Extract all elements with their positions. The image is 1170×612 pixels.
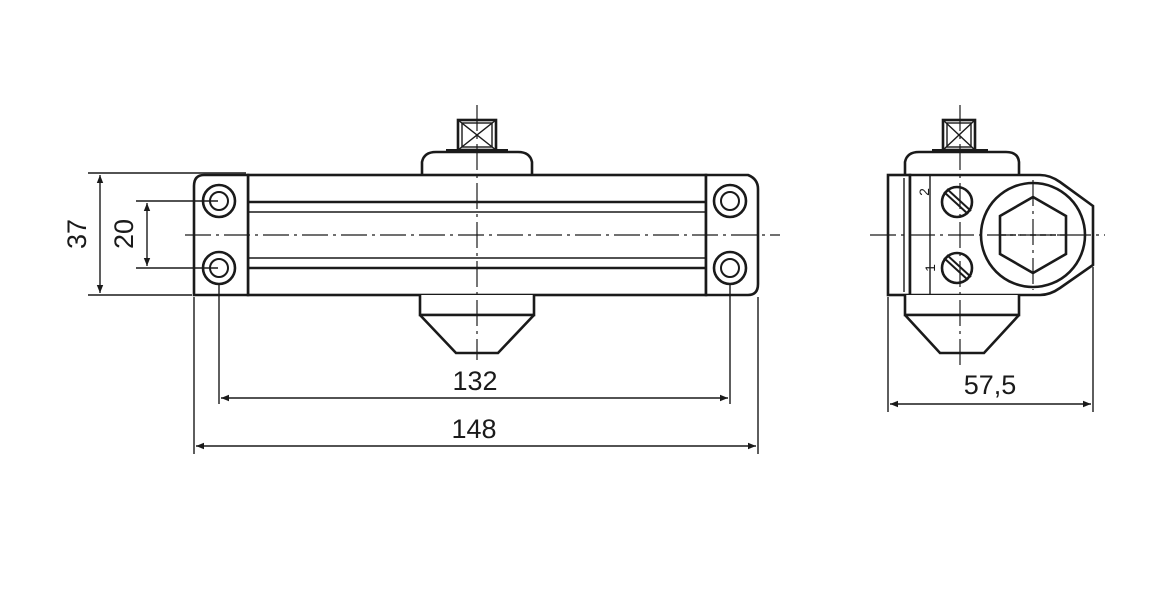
dim-side-depth: 57,5 bbox=[964, 370, 1017, 400]
mounting-holes bbox=[201, 183, 748, 286]
dim-total-length: 148 bbox=[451, 414, 496, 444]
side-dimensions: 57,5 bbox=[887, 267, 1094, 412]
side-view: 2 1 bbox=[870, 105, 1105, 365]
dim-height-outer: 37 bbox=[62, 219, 92, 249]
front-dimensions: 37 20 132 148 bbox=[62, 172, 759, 454]
valve-label-1: 1 bbox=[922, 264, 938, 272]
side-spindle-hub bbox=[903, 150, 1021, 175]
side-valve-housing bbox=[903, 295, 1021, 317]
adjustment-screw-2 bbox=[940, 185, 974, 219]
side-valve-cone bbox=[904, 314, 1020, 355]
front-view bbox=[185, 105, 780, 360]
adjustment-screw-1 bbox=[940, 251, 974, 285]
valve-label-2: 2 bbox=[916, 188, 932, 196]
dim-height-inner: 20 bbox=[109, 219, 139, 249]
dim-hole-spacing: 132 bbox=[452, 366, 497, 396]
